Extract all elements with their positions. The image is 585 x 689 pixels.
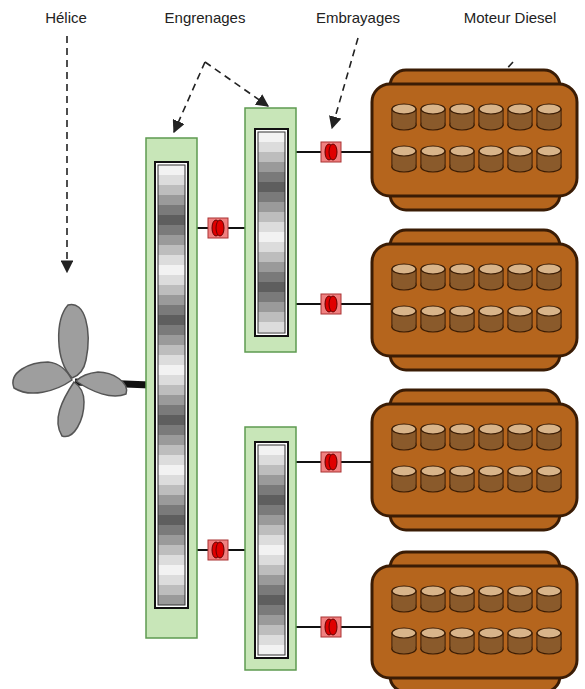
part-label: Embrayages [316,9,400,27]
part-label: Hélice [45,9,87,27]
diesel-engines [372,70,577,689]
gear-housings [146,108,296,670]
gear-wheels [155,129,288,658]
part-label: Engrenages [165,9,246,27]
part-label: Moteur Diesel [464,9,557,27]
propeller [13,304,150,436]
clutches [208,142,341,637]
